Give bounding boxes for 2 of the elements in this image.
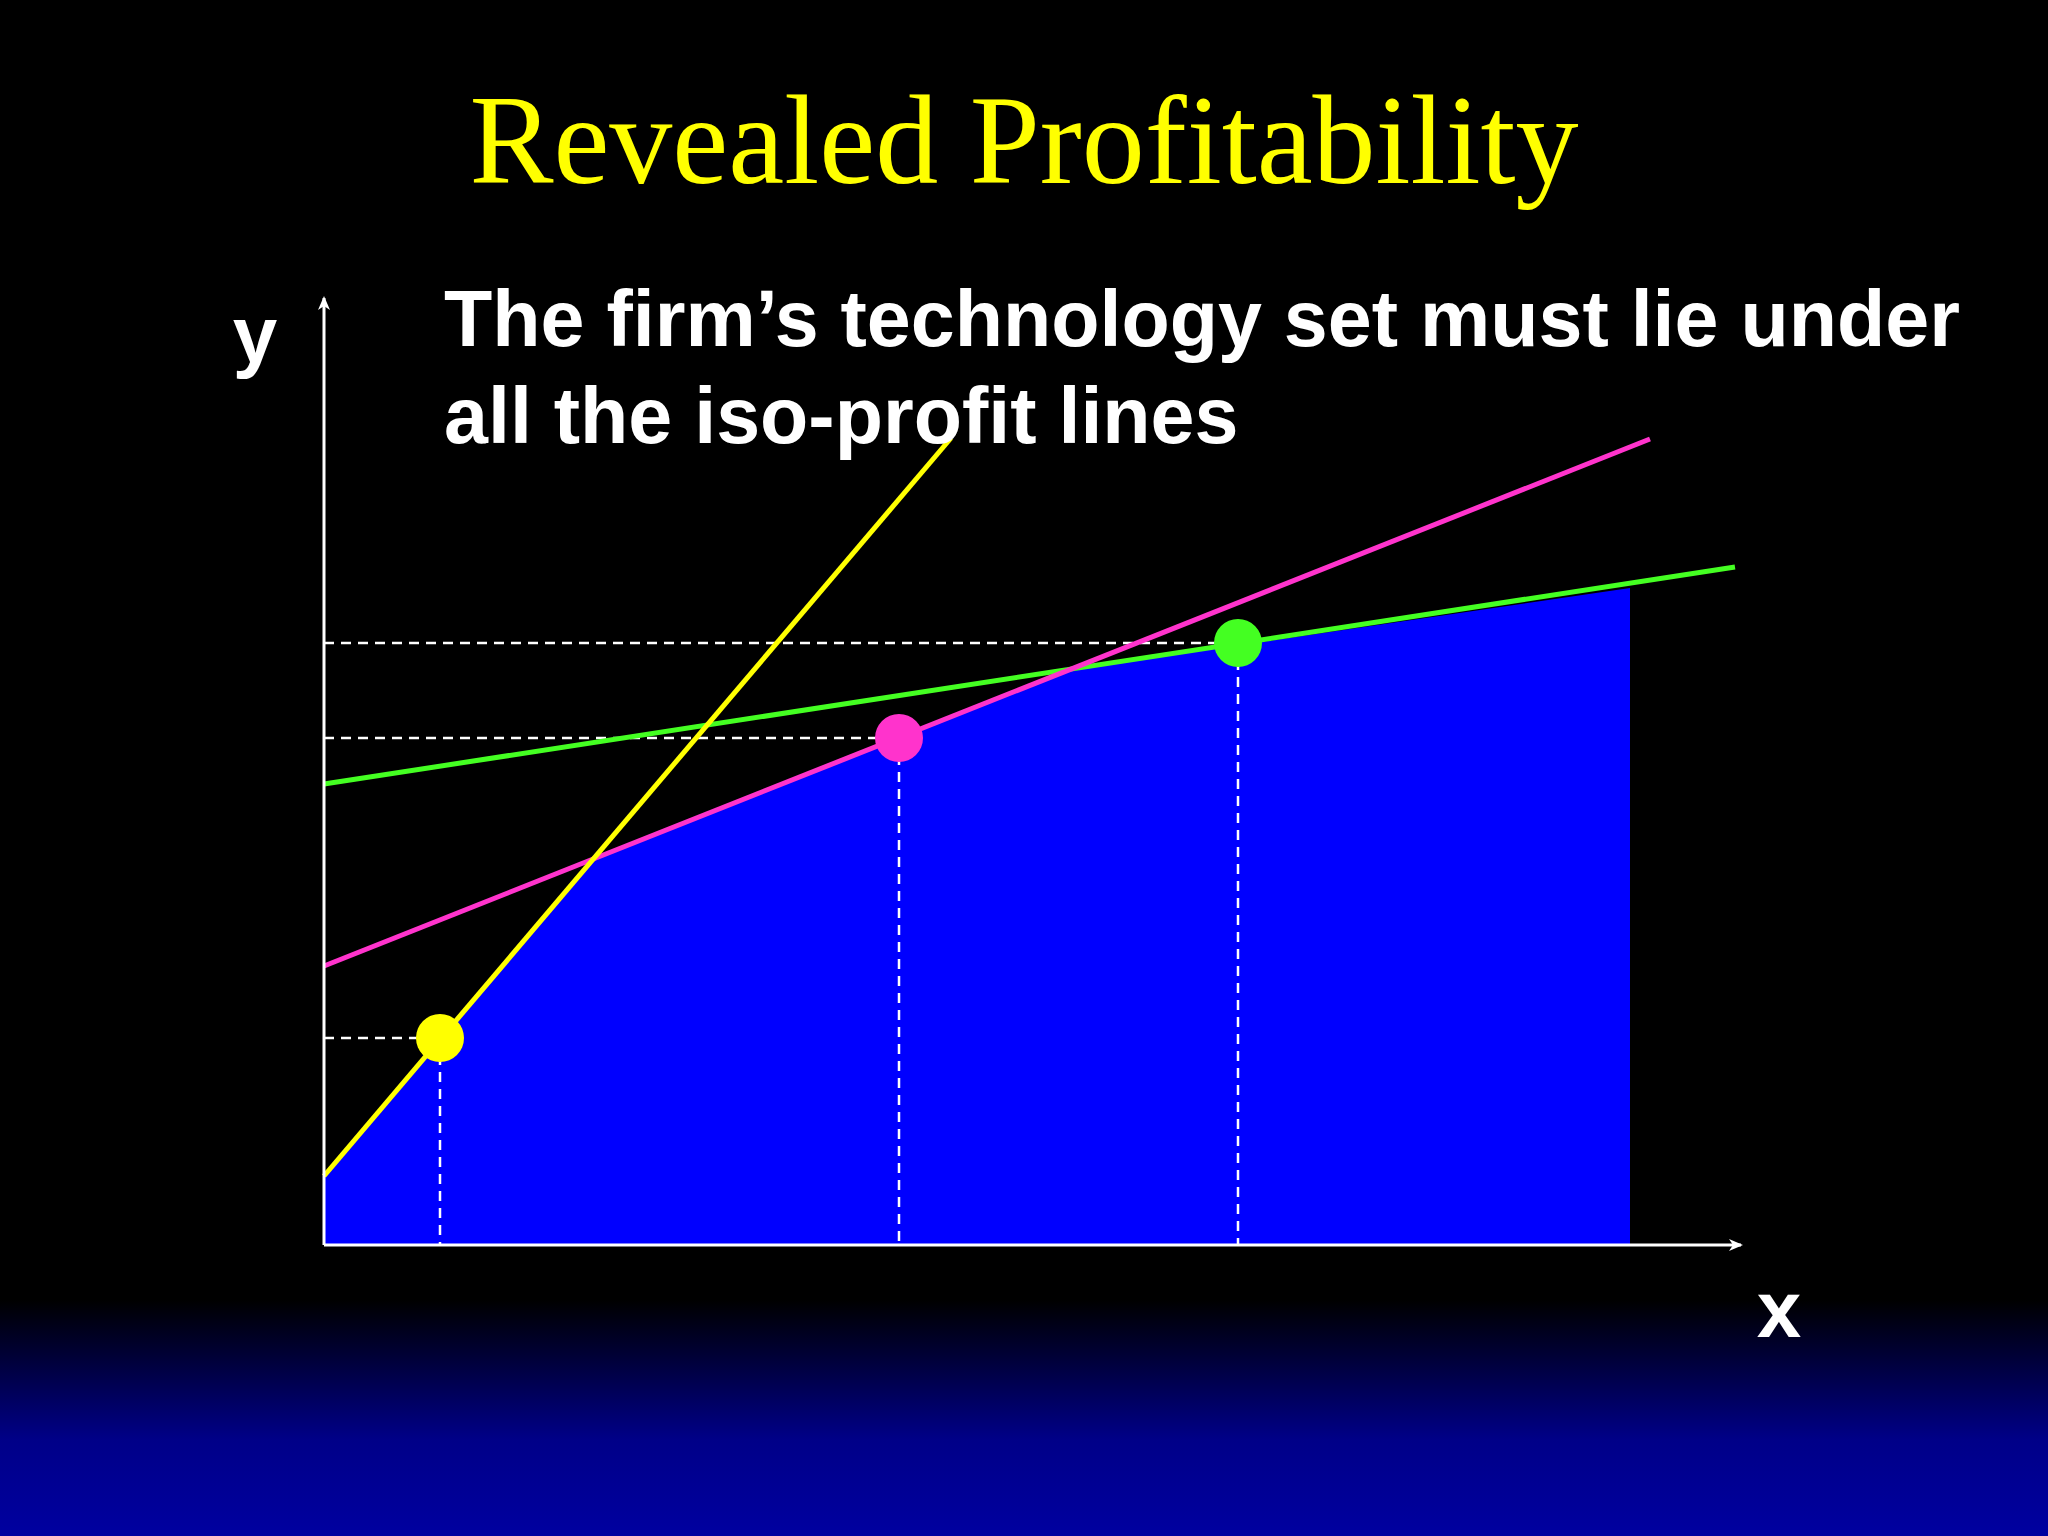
slide-title: Revealed Profitability: [469, 72, 1579, 211]
axis-label: x: [1756, 1270, 1802, 1350]
